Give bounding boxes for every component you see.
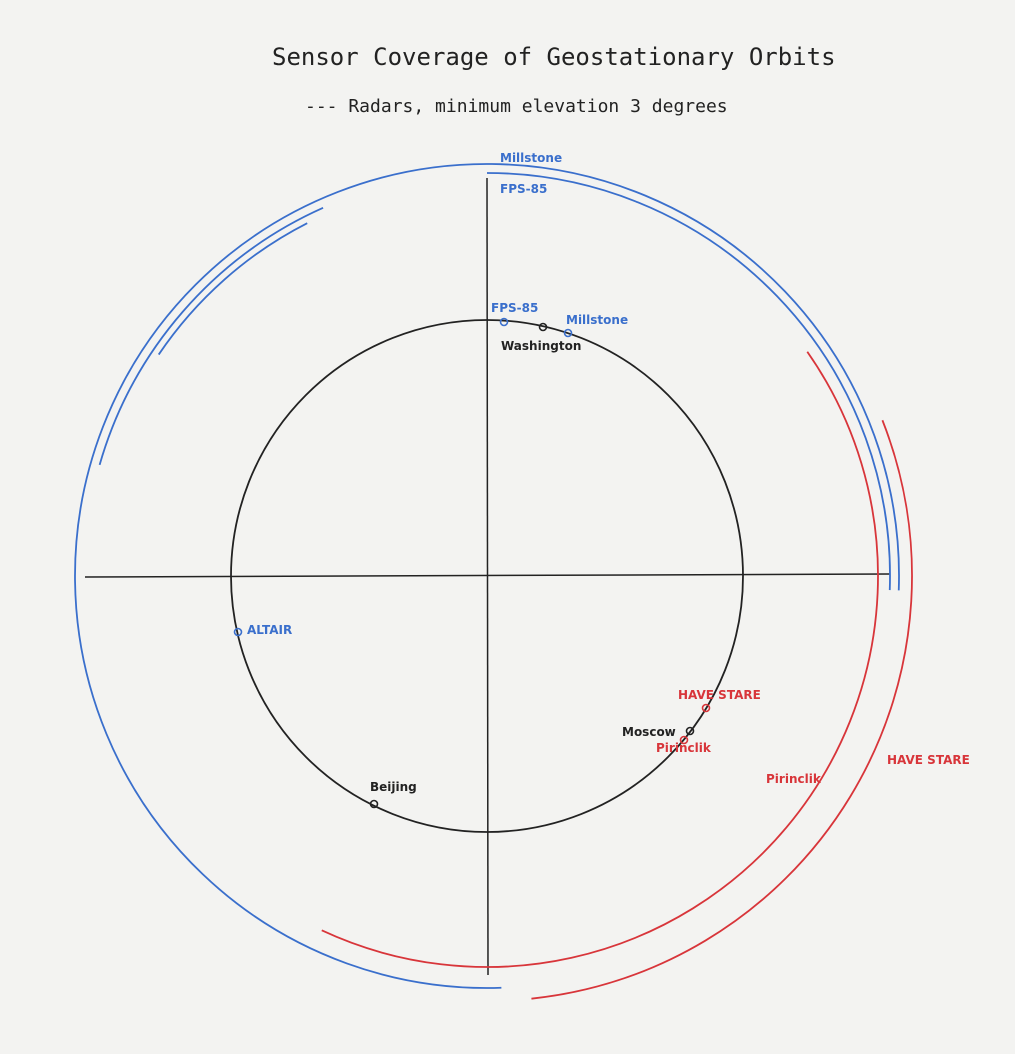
- diagram-subtitle: --- Radars, minimum elevation 3 degrees: [305, 96, 728, 117]
- beijing-site-marker: [369, 799, 379, 809]
- pirinclik-site-marker: [679, 735, 689, 745]
- have-stare-site-label: HAVE STARE: [678, 688, 761, 702]
- have-stare-site-marker: [701, 703, 711, 713]
- moscow-site-marker: [685, 726, 695, 736]
- fps85-coverage-arc: [486, 172, 891, 591]
- millstone-site-marker: [563, 328, 573, 338]
- millstone-site-label: Millstone: [566, 313, 628, 327]
- altair-site-marker: [233, 627, 243, 637]
- fps85-site-marker: [499, 317, 509, 327]
- moscow-site-label: Moscow: [622, 725, 676, 739]
- have-stare-orbit-label: HAVE STARE: [887, 753, 970, 767]
- washington-site-marker: [538, 322, 548, 332]
- fps85-site-label: FPS-85: [491, 301, 538, 315]
- diagram-title: Sensor Coverage of Geostationary Orbits: [272, 43, 836, 71]
- pirinclik-coverage-arc: [321, 351, 879, 968]
- vertical-axis: [486, 177, 489, 976]
- have-stare-coverage-arc: [531, 419, 913, 1000]
- altair-site-label: ALTAIR: [247, 623, 292, 637]
- altair-coverage-arc: [157, 222, 308, 356]
- beijing-site-label: Beijing: [370, 780, 417, 794]
- fps85-orbit-label: FPS-85: [500, 182, 547, 196]
- washington-site-label: Washington: [501, 339, 581, 353]
- horizontal-axis: [84, 573, 891, 578]
- millstone-orbit-label: Millstone: [500, 151, 562, 165]
- pirinclik-orbit-label: Pirinclik: [766, 772, 822, 786]
- pirinclik-site-label: Pirinclik: [656, 741, 712, 755]
- millstone-coverage-arc: [74, 163, 900, 989]
- earth-circle: [230, 319, 744, 833]
- fps85-coverage-arc-west: [98, 207, 324, 466]
